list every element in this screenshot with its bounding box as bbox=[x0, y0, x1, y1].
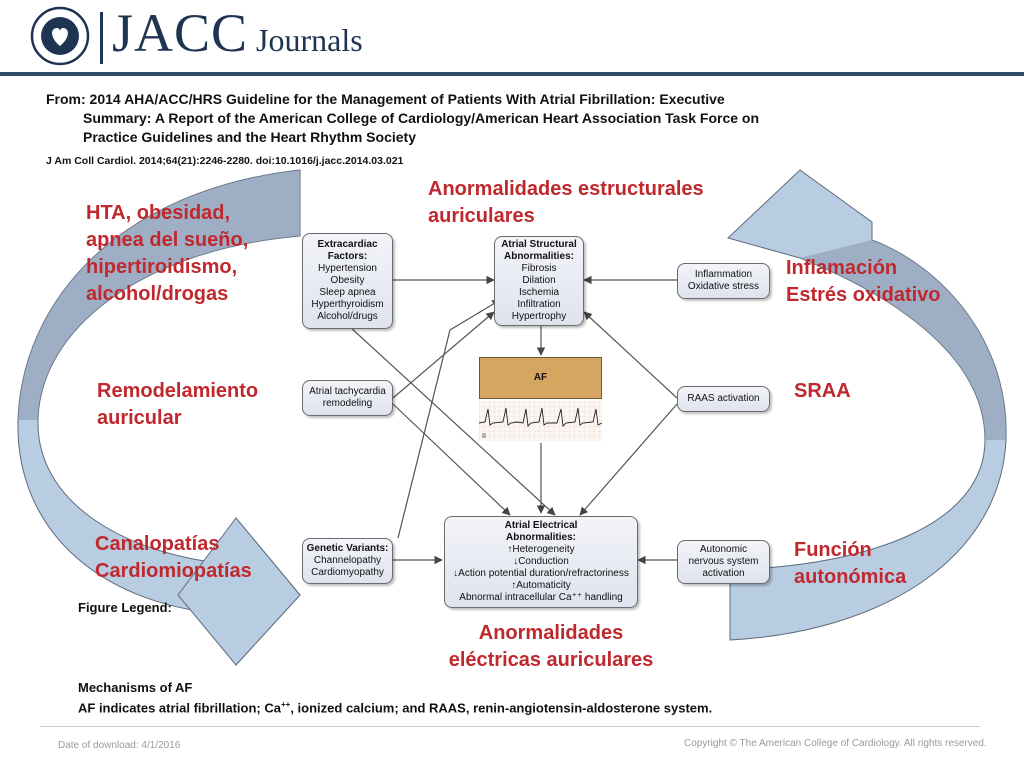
label-line: alcohol/drogas bbox=[86, 283, 229, 305]
download-date: Date of download: 4/1/2016 bbox=[58, 740, 181, 751]
label-line: Canalopatías bbox=[95, 533, 220, 555]
label-funcion-autonomica: Función autonómica bbox=[794, 537, 906, 591]
citation-title: From: 2014 AHA/ACC/HRS Guideline for the… bbox=[46, 90, 946, 147]
box-item: Inflammation bbox=[694, 269, 753, 280]
label-line: Cardiomiopatías bbox=[95, 560, 252, 582]
box-item: ↓Conduction bbox=[513, 556, 569, 567]
journal-header: JACC Journals bbox=[0, 0, 1024, 72]
label-sraa: SRAA bbox=[794, 380, 851, 402]
caption-text-pre: AF indicates atrial fibrillation; Ca bbox=[78, 700, 281, 716]
genetic-variants-box: Genetic Variants: Channelopathy Cardiomy… bbox=[302, 538, 393, 584]
box-item: Autonomic bbox=[699, 544, 748, 555]
box-item: Atrial tachycardia bbox=[309, 386, 386, 397]
citation-reference[interactable]: J Am Coll Cardiol. 2014;64(21):2246-2280… bbox=[46, 155, 404, 167]
structural-abnormalities-box: Atrial Structural Abnormalities: Fibrosi… bbox=[494, 236, 584, 326]
box-title: Abnormalities: bbox=[505, 532, 576, 543]
box-item: activation bbox=[702, 568, 745, 579]
af-box: AF bbox=[479, 357, 602, 399]
label-inflamacion: Inflamación Estrés oxidativo bbox=[786, 255, 941, 309]
box-item: Channelopathy bbox=[313, 555, 382, 566]
box-item: nervous system bbox=[688, 556, 759, 567]
box-title: Abnormalities: bbox=[503, 251, 574, 262]
box-item: Hypertrophy bbox=[511, 311, 567, 322]
raas-activation-box: RAAS activation bbox=[677, 386, 770, 412]
label-remodelamiento: Remodelamiento auricular bbox=[97, 378, 258, 432]
ecg-lead-label: II bbox=[482, 433, 486, 440]
label-line: apnea del sueño, bbox=[86, 229, 249, 251]
autonomic-activation-box: Autonomic nervous system activation bbox=[677, 540, 770, 584]
label-hta: HTA, obesidad, apnea del sueño, hipertir… bbox=[86, 200, 248, 308]
inflammation-box: Inflammation Oxidative stress bbox=[677, 263, 770, 299]
box-item: Hyperthyroidism bbox=[311, 299, 384, 310]
label-line: auricular bbox=[97, 407, 182, 429]
figure-legend-label: Figure Legend: bbox=[78, 600, 172, 615]
header-divider bbox=[100, 12, 103, 64]
box-item: Cardiomyopathy bbox=[311, 567, 384, 578]
label-line: Anormalidades estructurales bbox=[428, 178, 704, 200]
label-line: Anormalidades bbox=[478, 622, 624, 644]
ecg-strip-image: II bbox=[479, 401, 602, 441]
label-line: HTA, obesidad, bbox=[86, 202, 231, 224]
citation-line-3: Practice Guidelines and the Heart Rhythm… bbox=[83, 129, 416, 145]
label-line: hipertiroidismo, bbox=[86, 256, 238, 278]
caption-sup: ++ bbox=[280, 700, 291, 709]
box-title: Atrial Structural bbox=[501, 239, 577, 250]
box-title: Extracardiac bbox=[317, 239, 378, 250]
caption-text: AF indicates atrial fibrillation; Ca++, … bbox=[78, 700, 712, 715]
caption-title: Mechanisms of AF bbox=[78, 680, 193, 695]
label-line: autonómica bbox=[794, 566, 907, 588]
box-item: Alcohol/drugs bbox=[317, 311, 378, 322]
brand-journals: Journals bbox=[256, 22, 363, 58]
box-item: Infiltration bbox=[517, 299, 561, 310]
brand-jacc: JACC bbox=[112, 3, 249, 63]
box-item: ↓Action potential duration/refractorines… bbox=[453, 568, 629, 579]
label-line: Inflamación bbox=[786, 257, 898, 279]
label-line: Función bbox=[794, 539, 872, 561]
electrical-abnormalities-box: Atrial Electrical Abnormalities: ↑Hetero… bbox=[444, 516, 638, 608]
label-line: Estrés oxidativo bbox=[786, 284, 941, 306]
box-item: ↑Heterogeneity bbox=[507, 544, 575, 555]
footer-rule bbox=[40, 726, 980, 727]
box-title: Atrial Electrical bbox=[504, 520, 578, 531]
label-line: eléctricas auriculares bbox=[448, 649, 654, 671]
box-title: Genetic Variants: bbox=[306, 543, 389, 554]
box-item: ↑Automaticity bbox=[511, 580, 571, 591]
label-anormalidades-estructurales: Anormalidades estructurales auriculares bbox=[428, 176, 704, 230]
label-line: auriculares bbox=[428, 205, 535, 227]
box-item: Oxidative stress bbox=[687, 281, 760, 292]
extracardiac-factors-box: Extracardiac Factors: Hypertension Obesi… bbox=[302, 233, 393, 329]
caption-text-post: , ionized calcium; and RAAS, renin-angio… bbox=[290, 700, 713, 716]
acc-seal-logo bbox=[30, 6, 90, 66]
box-item: remodeling bbox=[322, 398, 373, 409]
copyright-notice: Copyright © The American College of Card… bbox=[684, 738, 987, 749]
box-item: Obesity bbox=[330, 275, 365, 286]
label-anormalidades-electricas: Anormalidades eléctricas auriculares bbox=[416, 620, 686, 674]
header-rule bbox=[0, 72, 1024, 76]
citation-line-1: From: 2014 AHA/ACC/HRS Guideline for the… bbox=[46, 91, 725, 107]
box-item: Fibrosis bbox=[521, 263, 557, 274]
citation-line-2: Summary: A Report of the American Colleg… bbox=[83, 110, 760, 126]
box-item: Sleep apnea bbox=[319, 287, 376, 298]
box-title: Factors: bbox=[327, 251, 368, 262]
box-item: Dilation bbox=[522, 275, 556, 286]
box-item: Hypertension bbox=[318, 263, 377, 274]
box-item: Ischemia bbox=[518, 287, 559, 298]
box-item: Abnormal intracellular Ca⁺⁺ handling bbox=[459, 592, 623, 603]
tachycardia-remodeling-box: Atrial tachycardia remodeling bbox=[302, 380, 393, 416]
box-item: RAAS activation bbox=[687, 393, 760, 404]
label-canalopatias: Canalopatías Cardiomiopatías bbox=[95, 531, 252, 585]
label-line: Remodelamiento bbox=[97, 380, 259, 402]
